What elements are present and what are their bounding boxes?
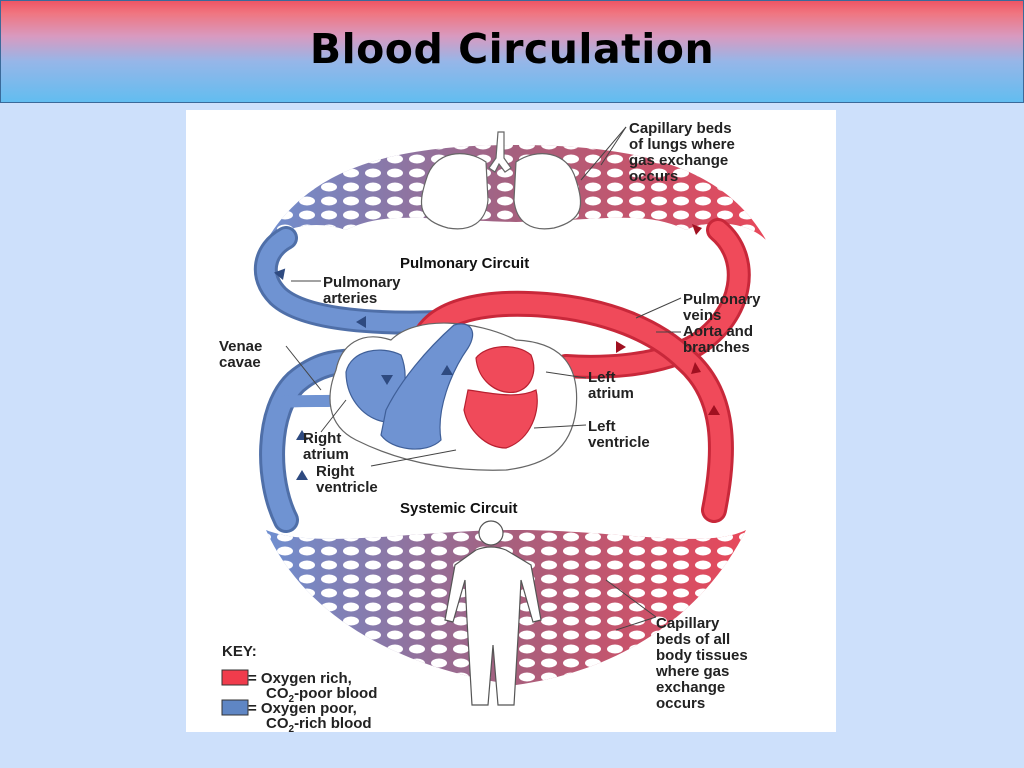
svg-text:branches: branches [683, 339, 750, 356]
human-figure-icon [444, 520, 542, 706]
systemic-circuit-heading: Systemic Circuit [400, 500, 518, 517]
legend: KEY: = Oxygen rich, CO2-poor blood = Oxy… [221, 643, 377, 732]
svg-text:ventricle: ventricle [588, 434, 650, 451]
label-venae-cavae: Venae cavae [219, 338, 262, 371]
svg-text:Right: Right [303, 430, 341, 447]
legend-oxygen-poor-line1: = Oxygen poor, [248, 700, 357, 717]
legend-oxygen-rich-line2: CO2-poor blood [266, 685, 377, 705]
title-bar: Blood Circulation [0, 0, 1024, 103]
slide-title: Blood Circulation [309, 25, 715, 73]
label-right-atrium: Right atrium [303, 430, 349, 463]
svg-text:of lungs where: of lungs where [629, 136, 735, 153]
legend-title: KEY: [222, 643, 257, 660]
circulation-diagram: Pulmonary Circuit Systemic Circuit Capil… [186, 110, 836, 732]
legend-swatch-oxygen-poor [221, 699, 249, 716]
label-pulmonary-veins: Pulmonary veins [683, 291, 761, 324]
pulmonary-circuit-heading: Pulmonary Circuit [400, 255, 529, 272]
pulmonary-arteries [253, 226, 453, 335]
svg-text:body tissues: body tissues [656, 647, 748, 664]
svg-text:where gas: where gas [655, 663, 729, 680]
svg-text:Pulmonary: Pulmonary [323, 274, 401, 291]
svg-text:veins: veins [683, 307, 721, 324]
label-left-atrium: Left atrium [588, 369, 634, 402]
leader-lines [285, 126, 682, 631]
legend-oxygen-poor-line2: CO2-rich blood [266, 715, 372, 732]
label-right-ventricle: Right ventricle [316, 463, 378, 496]
label-capillary-body: Capillary beds of all body tissues where… [655, 615, 748, 712]
circulation-diagram-svg: Pulmonary Circuit Systemic Circuit Capil… [219, 120, 766, 732]
svg-text:Venae: Venae [219, 338, 262, 355]
svg-text:gas exchange: gas exchange [629, 152, 728, 169]
svg-text:atrium: atrium [588, 385, 634, 402]
flow-arrows [273, 268, 453, 480]
svg-text:Pulmonary: Pulmonary [683, 291, 761, 308]
svg-text:Capillary: Capillary [656, 615, 720, 632]
pulmonary-veins [554, 218, 751, 379]
svg-text:exchange: exchange [656, 679, 725, 696]
right-heart [345, 323, 474, 450]
label-left-ventricle: Left ventricle [588, 418, 650, 451]
svg-text:beds of all: beds of all [656, 631, 730, 648]
flow-arrows-red [616, 224, 720, 415]
svg-text:ventricle: ventricle [316, 479, 378, 496]
legend-oxygen-rich-line1: = Oxygen rich, [248, 670, 352, 687]
svg-text:arteries: arteries [323, 290, 377, 307]
svg-text:Left: Left [588, 418, 616, 435]
svg-text:cavae: cavae [219, 354, 261, 371]
svg-text:occurs: occurs [629, 168, 678, 185]
left-heart [463, 346, 538, 449]
svg-text:Left: Left [588, 369, 616, 386]
label-capillary-lungs: Capillary beds of lungs where gas exchan… [629, 120, 735, 185]
svg-text:Capillary beds: Capillary beds [629, 120, 732, 137]
aorta [408, 290, 734, 523]
svg-text:occurs: occurs [656, 695, 705, 712]
label-aorta: Aorta and branches [683, 323, 753, 356]
label-pulmonary-arteries: Pulmonary arteries [323, 274, 401, 307]
lungs-icon [420, 131, 582, 230]
svg-text:Right: Right [316, 463, 354, 480]
legend-swatch-oxygen-rich [221, 669, 249, 686]
svg-text:atrium: atrium [303, 446, 349, 463]
svg-text:Aorta and: Aorta and [683, 323, 753, 340]
